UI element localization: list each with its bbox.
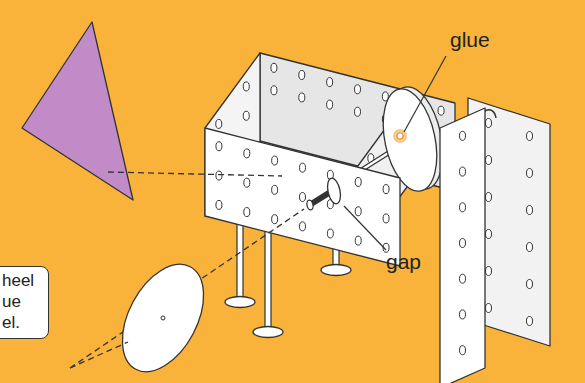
front-panel — [205, 128, 400, 266]
hole — [527, 169, 533, 178]
leader-line — [404, 56, 446, 132]
hole — [460, 310, 466, 319]
hole — [527, 206, 533, 215]
wheel-hole — [161, 316, 165, 320]
hole — [383, 214, 389, 223]
note-text: heel ue el. — [2, 270, 42, 333]
hole — [271, 63, 277, 72]
hole — [327, 78, 333, 87]
hole — [300, 193, 306, 202]
leg — [237, 222, 243, 302]
hole — [355, 107, 361, 116]
hole — [460, 131, 466, 140]
hole — [486, 267, 492, 276]
hole — [527, 280, 533, 289]
loose-wheel — [106, 251, 220, 383]
hole — [486, 304, 492, 313]
panel-holes — [486, 119, 533, 326]
hole — [272, 215, 278, 224]
hole — [460, 203, 466, 212]
hole — [486, 230, 492, 239]
hole — [355, 236, 361, 245]
hole — [327, 229, 333, 238]
spacer-disc — [325, 177, 342, 205]
hole — [300, 222, 306, 231]
hole — [327, 100, 333, 109]
spindle-end — [306, 199, 314, 210]
guide-line — [70, 342, 128, 368]
hole — [243, 111, 249, 120]
leg-foot — [253, 327, 283, 338]
hole — [355, 85, 361, 94]
hole — [460, 167, 466, 176]
hole — [355, 177, 361, 186]
hole — [527, 132, 533, 141]
hole — [486, 193, 492, 202]
hole — [299, 93, 305, 102]
hole — [244, 208, 250, 217]
hole — [216, 119, 222, 128]
leader-line — [344, 206, 386, 250]
hole — [460, 274, 466, 283]
part-label: glue — [450, 28, 490, 52]
hole — [355, 207, 361, 216]
hole — [460, 239, 466, 248]
hole — [299, 70, 305, 79]
guide-line — [108, 172, 282, 176]
strip-panel — [440, 108, 485, 383]
hole — [486, 119, 492, 128]
hole — [216, 142, 222, 151]
triangle — [22, 22, 133, 200]
hole — [527, 243, 533, 252]
hole — [216, 171, 222, 180]
hole — [272, 156, 278, 165]
hole — [438, 106, 444, 115]
part-label: gap — [386, 250, 421, 274]
hole — [216, 200, 222, 209]
panel-holes — [216, 142, 389, 253]
note-box: heel ue el. — [0, 266, 49, 339]
hole — [527, 317, 533, 326]
leg-foot — [225, 297, 255, 308]
hole — [383, 185, 389, 194]
panel-holes — [460, 131, 466, 354]
hole — [244, 178, 250, 187]
hole — [243, 82, 249, 91]
leg — [265, 230, 271, 332]
axle-end — [397, 133, 403, 139]
hole — [271, 86, 277, 95]
hole — [244, 149, 250, 158]
leg-foot — [321, 265, 351, 276]
hole — [272, 185, 278, 194]
hole — [300, 163, 306, 172]
hole — [486, 156, 492, 165]
hole — [460, 346, 466, 355]
